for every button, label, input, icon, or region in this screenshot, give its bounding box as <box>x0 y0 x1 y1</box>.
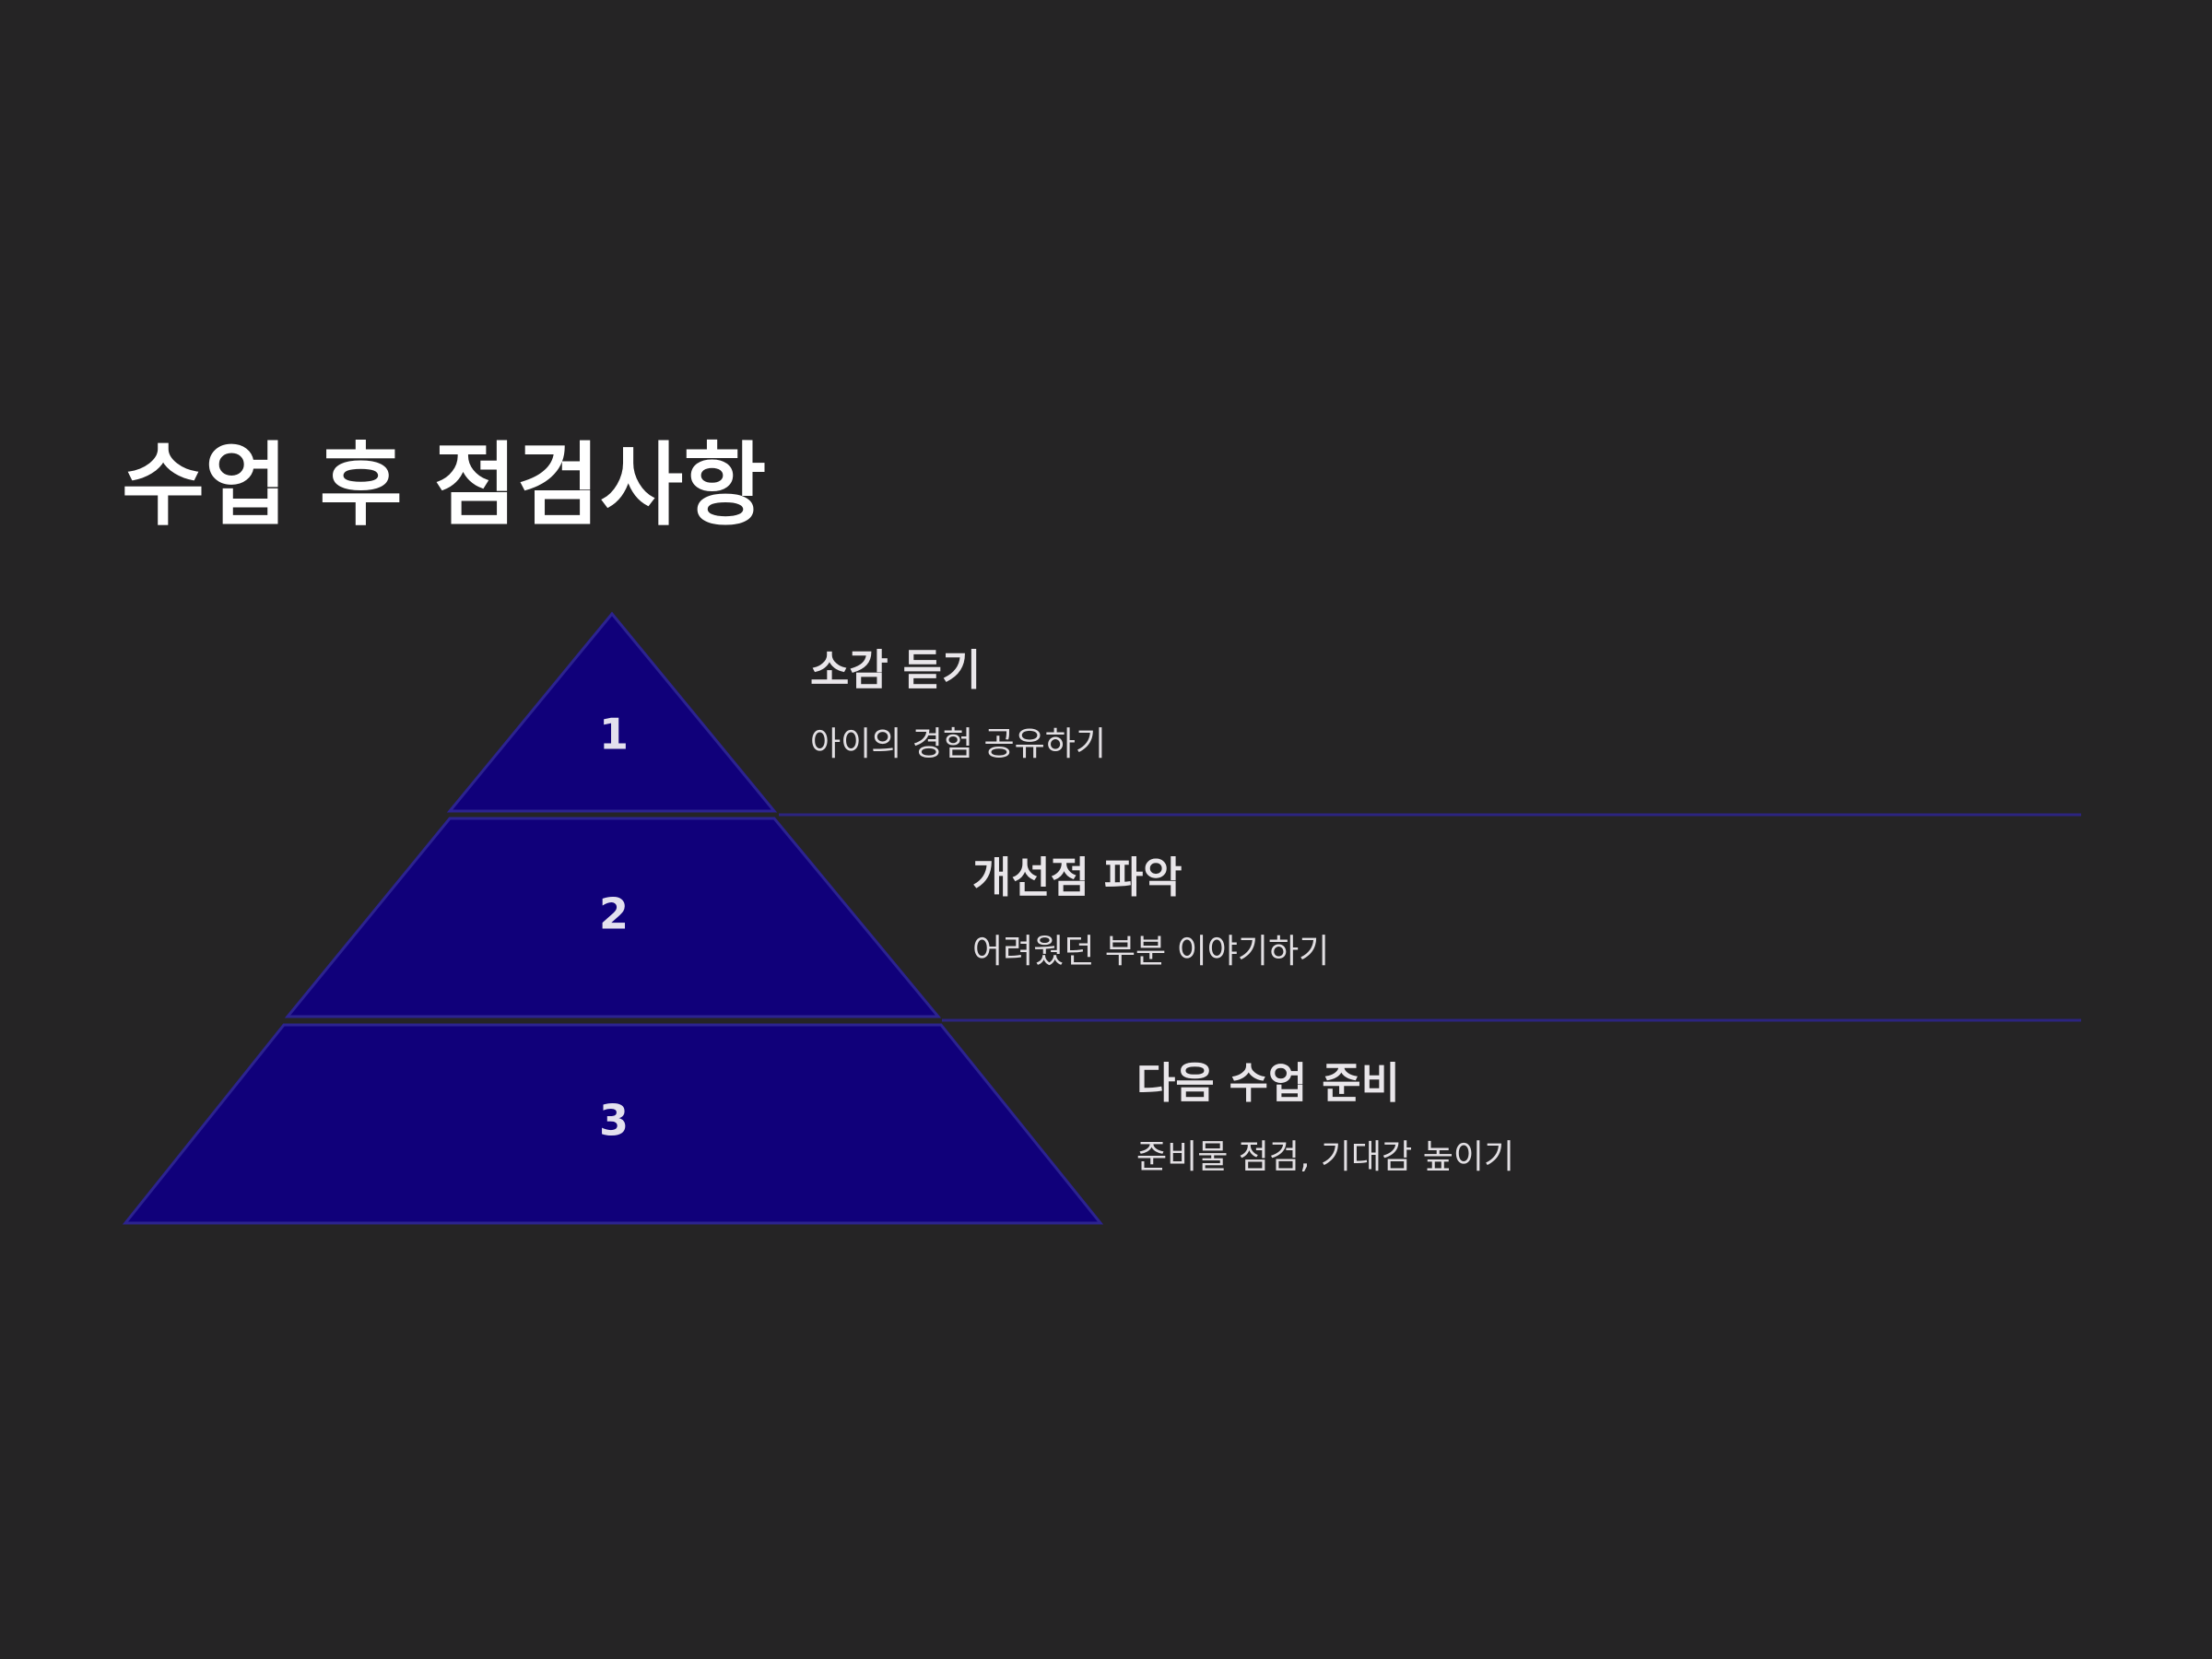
level-2-description: 어려웠던 부분 이야기하기 <box>972 933 1330 971</box>
level-1-description: 아이의 경험 공유하기 <box>810 725 1106 763</box>
level-1-title: 소감 듣기 <box>810 645 982 695</box>
pyramid-tier-2 <box>284 817 942 1018</box>
level-3-title: 다음 수업 준비 <box>1136 1058 1400 1108</box>
tier-number-2: 2 <box>599 889 629 939</box>
tier-number-1: 1 <box>599 710 629 759</box>
slide-title: 수업 후 점검사항 <box>122 433 767 538</box>
pyramid-tier-1 <box>446 611 778 813</box>
level-2-title: 개선점 파악 <box>972 853 1182 902</box>
level-3-description: 준비물 점검, 기대감 높이기 <box>1136 1138 1515 1176</box>
tier-number-3: 3 <box>599 1096 629 1146</box>
pyramid-tier-3 <box>122 1023 1104 1225</box>
